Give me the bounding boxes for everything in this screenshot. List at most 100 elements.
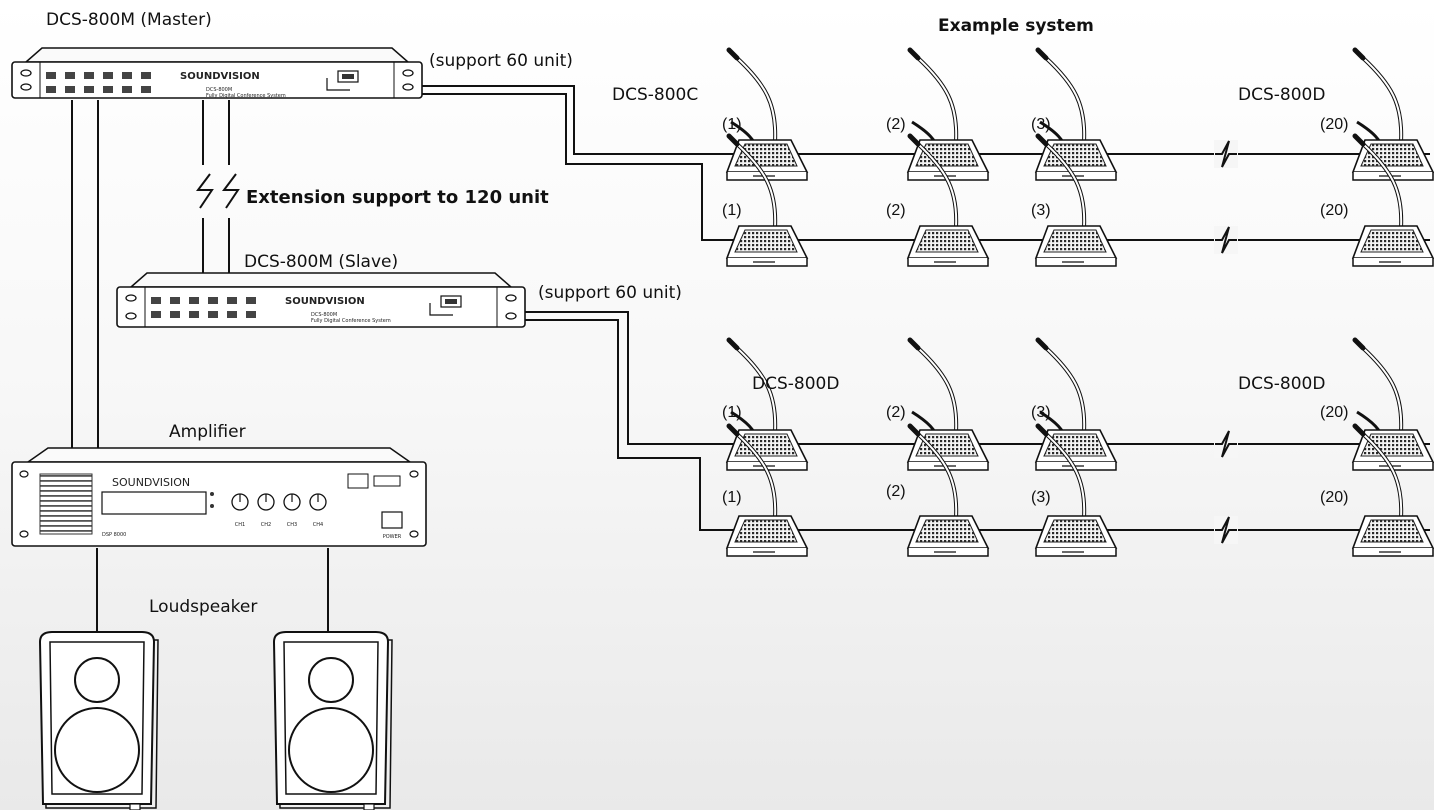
microphone-head	[1352, 423, 1366, 437]
speaker-tweeter	[308, 657, 354, 703]
unit-number: (20)	[1320, 404, 1349, 421]
microphone-gooseneck-highlight	[1045, 347, 1086, 433]
cable-row-3	[524, 311, 1430, 445]
microphone-head	[1035, 423, 1049, 437]
microphone-gooseneck-highlight	[736, 143, 777, 229]
group2-right-label: DCS-800D	[1238, 374, 1326, 394]
delegate-unit	[1351, 133, 1434, 267]
cable-break-symbol	[1215, 430, 1237, 458]
unit-number: (20)	[1320, 116, 1349, 133]
delegate-unit	[906, 47, 990, 181]
amp-top	[25, 447, 413, 463]
microphone-gooseneck-highlight	[1362, 57, 1403, 143]
rack-mount-hole	[20, 83, 32, 91]
group2-left-label: DCS-800D	[752, 374, 840, 394]
microphone-head	[726, 337, 740, 351]
microphone-gooseneck-highlight	[1362, 433, 1403, 519]
microphone-gooseneck-highlight	[1362, 143, 1403, 229]
unit-number: (1)	[722, 489, 742, 506]
speaker-grille	[734, 433, 798, 457]
microphone-head	[726, 133, 740, 147]
rack-model-text: DCS-800M	[206, 87, 232, 93]
rack-top	[129, 272, 513, 288]
rack-button	[227, 297, 237, 304]
speaker-grille	[915, 519, 979, 543]
microphone-gooseneck-highlight	[736, 347, 777, 433]
rack-top	[24, 47, 410, 63]
speaker-grille	[1043, 143, 1107, 167]
rack-button	[208, 311, 218, 318]
speaker-grille	[734, 143, 798, 167]
rack-mount-hole	[505, 294, 517, 302]
speaker-grille	[1043, 519, 1107, 543]
speaker-grille	[1360, 519, 1424, 543]
delegate-unit	[1351, 47, 1434, 181]
amp-front	[11, 461, 427, 547]
unit-number: (3)	[1031, 116, 1051, 133]
unit-number: (2)	[886, 483, 906, 500]
unit-number: (20)	[1320, 489, 1349, 506]
amp-channel-label: CH2	[261, 522, 271, 528]
amplifier-label: Amplifier	[169, 422, 246, 442]
microphone-head	[1352, 47, 1366, 61]
slave-support-label: (support 60 unit)	[538, 283, 682, 303]
cable-break-symbol	[1215, 516, 1237, 544]
unit-number: (2)	[886, 116, 906, 133]
rack-button	[46, 72, 56, 79]
rack-model-text: DCS-800M	[311, 312, 337, 318]
amp-display	[101, 491, 207, 515]
master-support-label: (support 60 unit)	[429, 51, 573, 71]
rack-button	[103, 72, 113, 79]
cable-break-symbol	[1215, 226, 1237, 254]
speaker-grille	[734, 229, 798, 253]
amp-led	[210, 504, 214, 508]
microphone-head	[726, 423, 740, 437]
rack-connector-pin	[342, 74, 354, 79]
microphone-head	[1352, 337, 1366, 351]
amp-switch	[347, 473, 369, 489]
amp-mount-hole	[19, 530, 29, 538]
delegate-unit	[725, 133, 809, 267]
microphone-head	[1035, 47, 1049, 61]
rack-front	[116, 286, 526, 328]
speaker-foot	[363, 803, 375, 810]
rack-brand-text: SOUNDVISION	[285, 296, 365, 307]
rack-button	[122, 86, 132, 93]
delegate-unit	[725, 337, 809, 471]
amp-model-text: DSP 8000	[102, 532, 126, 538]
amp-vent	[39, 473, 93, 535]
cable-break-symbol	[196, 173, 214, 209]
rack-button	[170, 311, 180, 318]
amp-power-button	[381, 511, 403, 529]
cable-row-1	[422, 85, 1430, 155]
rack-switch	[429, 303, 453, 316]
rack-button	[65, 72, 75, 79]
rack-mount-hole	[402, 69, 414, 77]
microphone-head	[726, 47, 740, 61]
speaker-grille	[1043, 229, 1107, 253]
delegate-unit	[906, 423, 990, 557]
amp-channel-label: CH4	[313, 522, 323, 528]
speaker-grille	[1360, 229, 1424, 253]
rack-button	[151, 311, 161, 318]
rack-mount-hole	[505, 312, 517, 320]
delegate-unit	[725, 47, 809, 181]
rack-button	[189, 297, 199, 304]
rack-button	[246, 311, 256, 318]
delegate-unit	[1034, 423, 1118, 557]
rack-button	[122, 72, 132, 79]
cabling	[71, 85, 1430, 632]
rack-button	[246, 297, 256, 304]
rack-caption-text: Fully Digital Conference System	[311, 318, 391, 324]
rack-button	[103, 86, 113, 93]
cable-break-symbol	[222, 173, 240, 209]
microphone-gooseneck-highlight	[1045, 57, 1086, 143]
delegate-unit	[1351, 337, 1434, 471]
amp-led	[210, 492, 214, 496]
rack-button	[84, 86, 94, 93]
rack-button	[46, 86, 56, 93]
master-label: DCS-800M (Master)	[46, 10, 212, 30]
cable-row-2	[422, 93, 1430, 241]
